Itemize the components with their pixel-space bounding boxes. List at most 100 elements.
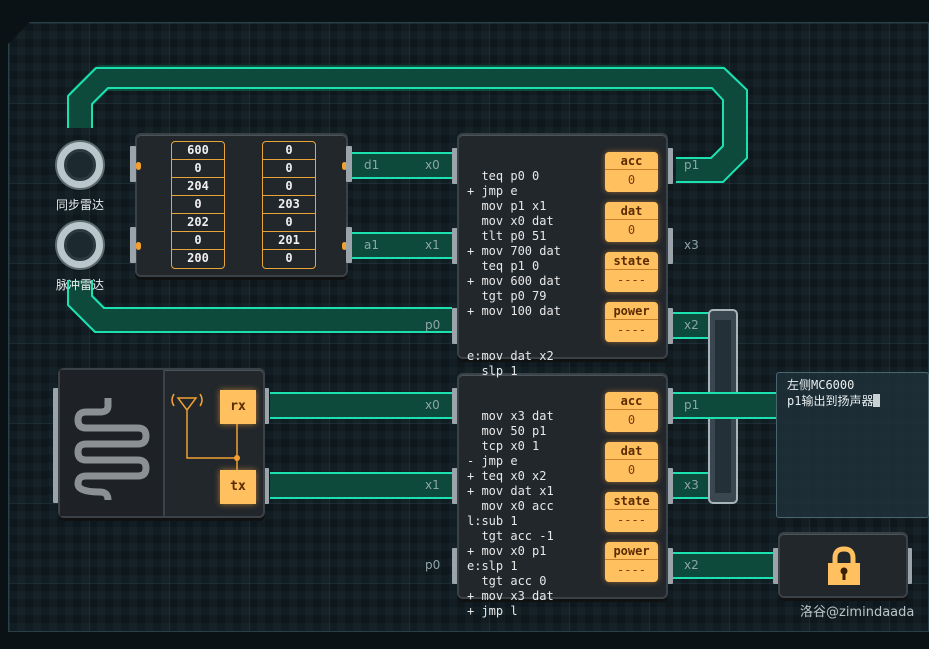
mc2-pin xyxy=(667,548,673,584)
memory-cell: 203 xyxy=(263,196,315,214)
code-line[interactable]: + mov x0 p1 xyxy=(467,544,547,558)
code-line[interactable]: mov x3 dat xyxy=(467,409,554,423)
memory-cell: 0 xyxy=(263,142,315,160)
wire-radio-rx-to-mc2-x0[interactable] xyxy=(270,392,452,419)
code-line[interactable]: tcp x0 1 xyxy=(467,439,540,453)
memory-pin xyxy=(346,146,352,182)
mc6000-chip-2[interactable]: mov x3 dat mov 50 p1 tcp x0 1- jmp e+ te… xyxy=(457,373,668,618)
note-textbox[interactable]: 左侧MC6000 p1输出到扬声器 xyxy=(776,372,929,518)
code-line[interactable]: mov x0 acc xyxy=(467,499,554,513)
code-line[interactable]: + jmp l xyxy=(467,604,518,618)
tx-port: tx xyxy=(220,470,256,504)
register-name: power xyxy=(605,542,658,560)
note-line: 左侧MC6000 xyxy=(787,378,855,392)
code-line[interactable]: mov x0 dat xyxy=(467,214,554,228)
radio-pin xyxy=(263,468,269,504)
code-line[interactable]: + mov x3 dat xyxy=(467,589,554,603)
port-label-x2: x2 xyxy=(684,558,699,572)
padlock-icon xyxy=(828,546,860,585)
pulse-radar-label: 脉冲雷达 xyxy=(56,278,105,292)
port-label-a1: a1 xyxy=(364,238,379,252)
code-line[interactable] xyxy=(467,319,601,334)
memory-cell: 202 xyxy=(172,214,224,232)
register-value: 0 xyxy=(627,223,636,237)
register-state: state ---- xyxy=(605,492,658,532)
memory-pin xyxy=(130,227,136,263)
code-line[interactable]: + jmp e xyxy=(467,184,518,198)
code-line[interactable]: teq p1 0 xyxy=(467,259,540,273)
register-value: 0 xyxy=(627,463,636,477)
memory-cell: 201 xyxy=(263,232,315,250)
code-line[interactable]: tlt p0 51 xyxy=(467,229,547,243)
code-line[interactable]: + mov dat x1 xyxy=(467,484,554,498)
port-label-x0: x0 xyxy=(425,158,440,172)
port-label-x2: x2 xyxy=(684,318,699,332)
code-line[interactable]: tgt p0 79 xyxy=(467,289,547,303)
radio-chip[interactable]: rx tx xyxy=(58,368,265,518)
register-value: 0 xyxy=(627,413,636,427)
pin-dot xyxy=(136,162,141,170)
mc6000-chip-1[interactable]: teq p0 0+ jmp e mov p1 x1 mov x0 dat tlt… xyxy=(457,133,668,378)
mc2-pin xyxy=(667,388,673,424)
code-line[interactable]: + mov 600 dat xyxy=(467,274,561,288)
code-line[interactable]: tgt acc -1 xyxy=(467,529,554,543)
wire-radio-tx-to-mc2-x1[interactable] xyxy=(270,472,452,499)
register-value: ---- xyxy=(617,323,646,337)
register-name: acc xyxy=(605,392,658,410)
mc2-pin xyxy=(667,468,673,504)
code-line[interactable]: + mov 100 dat xyxy=(467,304,561,318)
code-line[interactable]: e:mov dat x2 xyxy=(467,349,554,363)
code-editor-1[interactable]: teq p0 0+ jmp e mov p1 x1 mov x0 dat tlt… xyxy=(467,139,601,409)
text-cursor xyxy=(873,394,881,407)
pin-dot xyxy=(136,242,141,250)
code-line[interactable]: - jmp e xyxy=(467,454,518,468)
register-name: state xyxy=(605,252,658,270)
port-label-p1: p1 xyxy=(684,158,700,172)
pulse-radar[interactable] xyxy=(57,222,103,268)
mc2-pin xyxy=(452,468,458,504)
register-power: power---- xyxy=(605,302,658,342)
code-line[interactable]: e:slp 1 xyxy=(467,559,518,573)
wire-memory-d1-to-x0[interactable] xyxy=(352,152,456,179)
code-line[interactable]: + mov 700 dat xyxy=(467,244,561,258)
register-name: dat xyxy=(605,442,658,460)
wire-pulse-radar-to-p0[interactable] xyxy=(67,280,452,333)
code-line[interactable]: slp 1 xyxy=(467,364,518,378)
wire-mc2-x2-to-lock[interactable] xyxy=(672,552,776,579)
port-label-x3: x3 xyxy=(684,478,699,492)
wire-radar-sync-to-mc1-p1[interactable] xyxy=(67,65,748,183)
memory-cell: 0 xyxy=(172,160,224,178)
sync-radar[interactable] xyxy=(57,142,103,188)
register-name: state xyxy=(605,492,658,510)
mc2-pin xyxy=(452,548,458,584)
code-editor-2[interactable]: mov x3 dat mov 50 p1 tcp x0 1- jmp e+ te… xyxy=(467,379,601,649)
memory-cell: 204 xyxy=(172,178,224,196)
code-line[interactable]: teq p0 0 xyxy=(467,169,540,183)
register-value: ---- xyxy=(617,273,646,287)
memory-cell: 0 xyxy=(263,160,315,178)
radio-module xyxy=(60,370,165,516)
code-line[interactable]: mov p1 x1 xyxy=(467,199,547,213)
lock-chip[interactable] xyxy=(778,532,908,598)
serpentine-antenna-icon xyxy=(74,398,150,501)
register-value: ---- xyxy=(617,513,646,527)
memory-cell: 0 xyxy=(172,232,224,250)
radio-pin xyxy=(53,388,59,503)
port-label-x3: x3 xyxy=(684,238,699,252)
code-line[interactable]: + teq x0 x2 xyxy=(467,469,547,483)
mc1-pin xyxy=(667,148,673,184)
memory-cell: 0 xyxy=(263,178,315,196)
memory-cell: 600 xyxy=(172,142,224,160)
lock-pin xyxy=(906,548,912,584)
port-label-x1: x1 xyxy=(425,478,440,492)
code-line[interactable]: tgt acc 0 xyxy=(467,574,547,588)
register-state: state ---- xyxy=(605,252,658,292)
code-line[interactable]: mov 50 p1 xyxy=(467,424,547,438)
wire-mc2-p1-to-speaker[interactable] xyxy=(672,392,776,419)
code-line[interactable]: l:sub 1 xyxy=(467,514,518,528)
wire-memory-a1-to-x1[interactable] xyxy=(352,232,456,259)
code-line[interactable] xyxy=(467,334,601,349)
